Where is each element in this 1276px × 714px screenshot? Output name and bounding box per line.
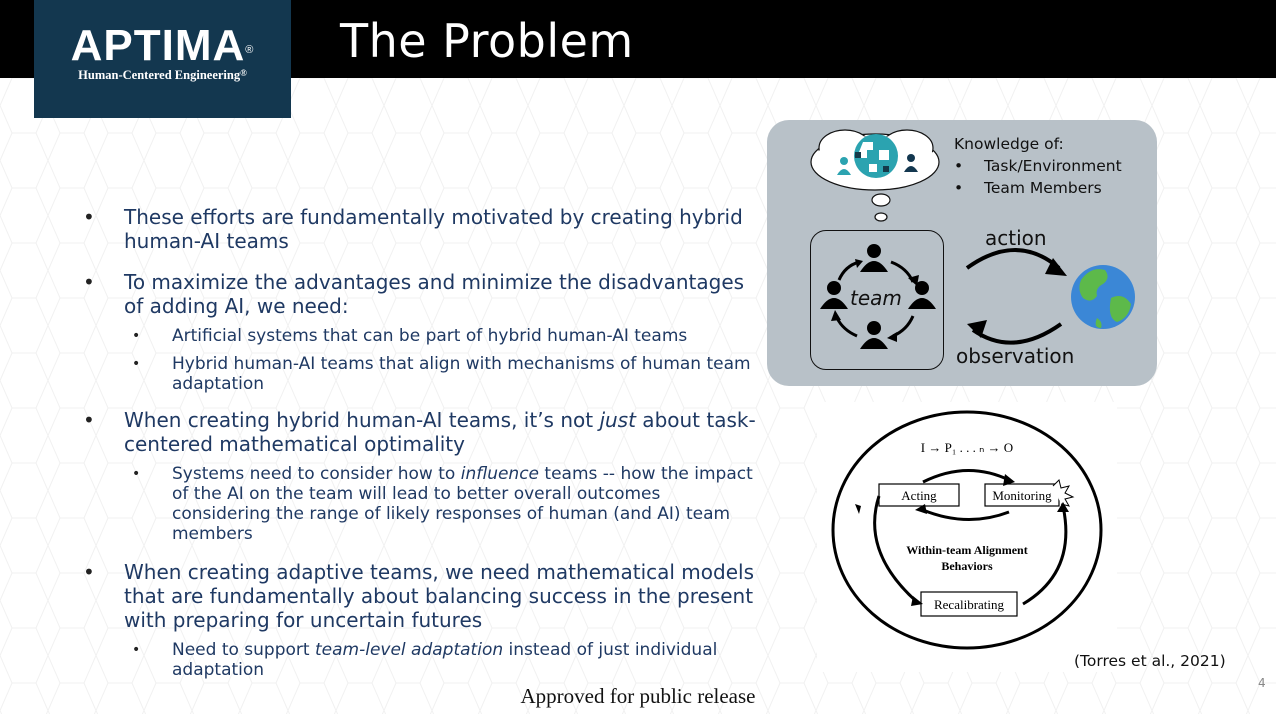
arrowheads [831,259,919,342]
person-icon [904,154,918,172]
recalibrating-label: Recalibrating [934,597,1005,612]
logo-tagline: Human-Centered Engineering [78,68,241,82]
bullet-item: •To maximize the advantages and minimize… [83,270,745,318]
bullet-list: •These efforts are fundamentally motivat… [80,205,760,688]
registered-mark: ® [245,44,255,56]
alignment-arrowheads [855,474,1069,606]
knowledge-heading: Knowledge of: [954,135,1064,153]
bullet-dot: • [132,356,141,372]
logo-wordmark: APTIMA [70,21,246,70]
team-people-icons [820,244,936,349]
sub-bullet-item: •Artificial systems that can be part of … [132,326,688,346]
aptima-logo: APTIMA® Human-Centered Engineering® [34,0,291,118]
earth-icon [1071,265,1135,329]
alignment-diagram-graphics: I → P₁ . . . ₙ → O Acting Monitoring Wit… [831,410,1103,650]
action-label: action [985,226,1047,250]
acting-box [878,483,960,507]
team-diagram-graphics [810,129,1135,349]
knowledge-item: •Task/Environment [954,157,1122,175]
observation-label: observation [956,344,1075,368]
observation-arrow [967,320,1063,345]
bullet-dot: • [83,408,95,432]
alert-starburst-icon [1052,479,1075,507]
team-label: team [850,286,902,310]
bullet-item: •These efforts are fundamentally motivat… [83,205,743,253]
recalibrating-box [920,591,1018,617]
person-icon [837,157,851,175]
bullet-item: •When creating hybrid human-AI teams, it… [83,408,756,456]
sub-bullet-item: •Systems need to consider how to influen… [132,464,753,544]
bullet-dot: • [83,560,95,584]
team-box [810,230,944,370]
slide-title: The Problem [340,14,634,68]
release-footer: Approved for public release [520,684,756,708]
bullet-dot: • [83,205,95,229]
sub-bullet-item: •Need to support team-level adaptation i… [132,640,718,680]
acting-label: Acting [901,488,937,503]
bullet-dot: • [132,328,141,344]
formula-text: I → P₁ . . . ₙ → O [921,440,1013,455]
bullet-dot: • [83,270,95,294]
bullet-item: •When creating adaptive teams, we need m… [83,560,754,632]
action-arrow [965,248,1067,276]
knowledge-item: •Team Members [954,179,1102,197]
citation: (Torres et al., 2021) [1074,652,1226,670]
page-number: 4 [1258,676,1266,690]
registered-mark-small: ® [240,68,247,78]
alignment-center-line2: Behaviors [941,559,993,573]
outer-cycle-ellipse [831,410,1103,650]
knowledge-list: Knowledge of: •Task/Environment •Team Me… [954,133,1122,199]
bullet-dot: • [132,466,141,482]
puzzle-globe-icon [854,134,898,178]
sub-bullet-item: •Hybrid human-AI teams that align with m… [132,354,751,394]
alignment-center-line1: Within-team Alignment [906,543,1027,557]
alignment-arrows [873,469,1068,606]
alignment-diagram: I → P₁ . . . ₙ → O Acting Monitoring Wit… [817,402,1117,672]
monitoring-label: Monitoring [992,488,1052,503]
bullet-dot: • [132,642,141,658]
